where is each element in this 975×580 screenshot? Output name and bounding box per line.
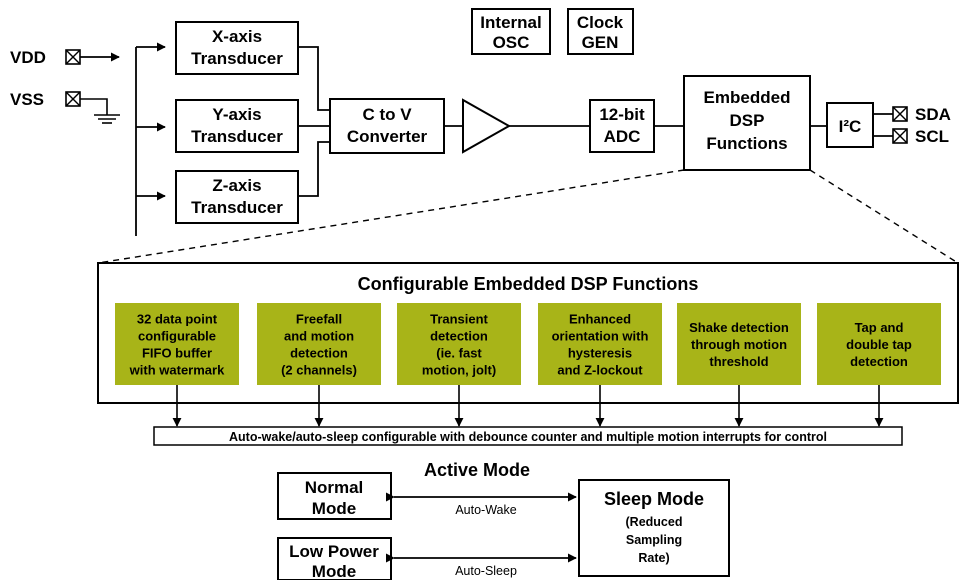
dsp-function-text: orientation with <box>552 329 649 344</box>
auto-sleep-label: Auto-Sleep <box>455 564 517 578</box>
dsp-function-text: and Z-lockout <box>557 363 643 378</box>
dsp-function-box: Transient detection (ie. fast motion, jolt) <box>397 303 521 427</box>
auto-wake-label: Auto-Wake <box>455 503 516 517</box>
dsp-function-box: Shake detection through motion threshold <box>677 303 801 427</box>
vdd-pin-label: VDD <box>10 48 46 67</box>
dsp-function-text: detection <box>290 346 348 361</box>
sleep-mode-note-2: Sampling <box>626 533 682 547</box>
dsp-function-text: and motion <box>284 329 354 344</box>
dsp-function-text: FIFO buffer <box>142 346 212 361</box>
dsp-function-text: Enhanced <box>569 312 631 327</box>
ground-icon <box>80 98 120 124</box>
vdd-pin-icon <box>65 49 81 65</box>
c-to-v-line-1: C to V <box>362 105 412 124</box>
transducer-output-lines <box>298 46 330 197</box>
clock-gen-block: Clock GEN <box>567 8 634 55</box>
i2c-output-lines <box>873 113 893 137</box>
y-transducer-line-2: Transducer <box>191 127 283 146</box>
clock-gen-line-2: GEN <box>582 33 619 52</box>
i2c-label: I²C <box>839 117 862 136</box>
z-axis-transducer: Z-axis Transducer <box>175 170 299 224</box>
adc-block: 12-bit ADC <box>589 99 655 153</box>
dsp-function-text: detection <box>850 354 908 369</box>
adc-line-2: ADC <box>604 127 641 146</box>
dsp-function-text: Freefall <box>296 312 342 327</box>
scl-pin-label: SCL <box>915 127 949 146</box>
vss-pin-icon <box>65 91 81 107</box>
dsp-function-text: configurable <box>138 329 216 344</box>
x-transducer-line-2: Transducer <box>191 49 283 68</box>
normal-mode-line-1: Normal <box>305 478 364 497</box>
zoom-lines <box>97 169 959 264</box>
dsp-function-text: through motion <box>691 337 787 352</box>
dsp-panel-title: Configurable Embedded DSP Functions <box>358 274 699 294</box>
normal-mode-box: Normal Mode <box>277 472 392 520</box>
dsp-functions-panel <box>97 262 959 404</box>
normal-mode-line-2: Mode <box>312 499 356 518</box>
adc-line-1: 12-bit <box>599 105 645 124</box>
dsp-function-box: Freefall and motion detection (2 channels) <box>257 303 381 427</box>
active-mode-title: Active Mode <box>424 460 530 480</box>
internal-osc-line-1: Internal <box>480 13 541 32</box>
dsp-function-text: threshold <box>709 354 768 369</box>
amplifier-icon <box>462 98 512 154</box>
y-axis-transducer: Y-axis Transducer <box>175 99 299 153</box>
y-transducer-line-1: Y-axis <box>212 105 261 124</box>
dsp-function-text: motion, jolt) <box>422 363 496 378</box>
low-power-mode-line-2: Mode <box>312 562 356 580</box>
dsp-function-text: with watermark <box>129 363 225 378</box>
dsp-function-box: Enhanced orientation with hysteresis and Z-… <box>538 303 662 427</box>
low-power-mode-line-1: Low Power <box>289 542 379 561</box>
sleep-mode-note-1: (Reduced <box>626 515 683 529</box>
dsp-line-1: Embedded <box>704 88 791 107</box>
z-transducer-line-2: Transducer <box>191 198 283 217</box>
x-transducer-line-1: X-axis <box>212 27 262 46</box>
sleep-mode-box: Sleep Mode (Reduced Sampling Rate) <box>578 479 730 577</box>
embedded-dsp-block: Embedded DSP Functions <box>683 75 811 171</box>
sda-pin-icon <box>892 106 908 122</box>
z-transducer-line-1: Z-axis <box>212 176 261 195</box>
dsp-line-2: DSP <box>730 111 765 130</box>
dsp-function-text: hysteresis <box>568 346 632 361</box>
interrupt-bar-text: Auto-wake/auto-sleep configurable with d… <box>229 430 827 444</box>
dsp-function-text: Shake detection <box>689 320 789 335</box>
x-axis-transducer: X-axis Transducer <box>175 21 299 75</box>
dsp-function-box: Tap and double tap detection <box>817 303 941 427</box>
sleep-mode-title: Sleep Mode <box>604 489 704 509</box>
sleep-mode-note-3: Rate) <box>638 551 669 565</box>
dsp-function-text: 32 data point <box>137 312 218 327</box>
dsp-function-text: (ie. fast <box>436 346 482 361</box>
internal-osc-line-2: OSC <box>493 33 530 52</box>
scl-pin-icon <box>892 128 908 144</box>
low-power-mode-box: Low Power Mode <box>277 537 392 580</box>
c-to-v-line-2: Converter <box>347 127 428 146</box>
dsp-function-text: Transient <box>430 312 488 327</box>
dsp-line-3: Functions <box>706 134 787 153</box>
dsp-function-text: (2 channels) <box>281 363 357 378</box>
dsp-function-text: detection <box>430 329 488 344</box>
c-to-v-converter: C to V Converter <box>329 98 445 154</box>
internal-osc-block: Internal OSC <box>471 8 551 55</box>
sda-pin-label: SDA <box>915 105 951 124</box>
interrupt-bar <box>153 426 903 446</box>
transducer-bus <box>135 42 166 236</box>
clock-gen-line-1: Clock <box>577 13 624 32</box>
dsp-function-text: double tap <box>846 337 912 352</box>
i2c-block: I²C <box>826 102 874 148</box>
dsp-function-text: Tap and <box>855 320 904 335</box>
vss-pin-label: VSS <box>10 90 44 109</box>
